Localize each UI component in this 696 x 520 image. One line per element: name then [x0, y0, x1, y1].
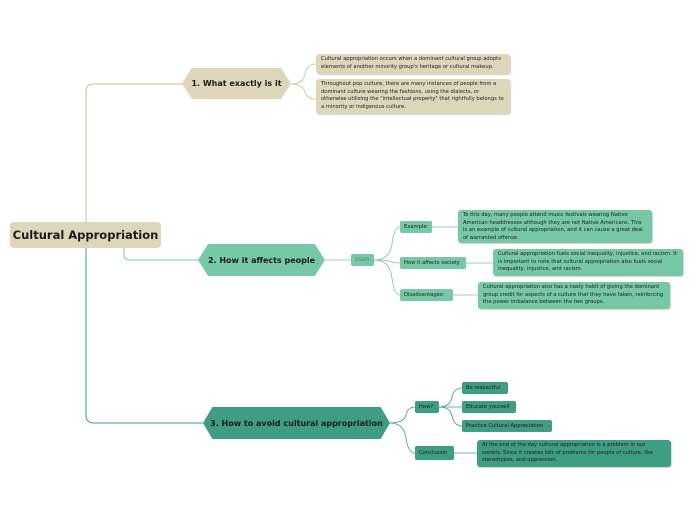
item-label: Educate yourself: [466, 404, 510, 410]
connector-branch1-note2: [290, 83, 317, 100]
topic-label: How it affects society: [404, 260, 460, 266]
branch-label: 3. How to avoid cultural appropriation: [210, 418, 383, 428]
connector-essay-example: [373, 226, 401, 261]
note-text: Cultural appropriation also has a nasty …: [483, 284, 664, 306]
note-text: At the end of the day cultural appropria…: [482, 442, 654, 464]
branch-how-it-affects-people[interactable]: 2. How it affects people: [198, 244, 325, 276]
note-text: To this day, many people attend music fe…: [463, 212, 643, 241]
topic-how[interactable]: How?: [415, 401, 439, 413]
item-label: Practice Cultural Appreciation: [466, 423, 544, 429]
root-node[interactable]: Cultural Appropriation: [10, 222, 161, 248]
item-be-respectful[interactable]: Be respectful: [462, 382, 508, 394]
note-definition[interactable]: Cultural appropriation occurs when a dom…: [316, 54, 510, 74]
note-text: Throughout pop culture, there are many i…: [321, 81, 504, 110]
essay-label: ESSAY: [355, 257, 370, 263]
topic-how-it-affects-society[interactable]: How it affects society: [400, 257, 466, 269]
topic-conclusion[interactable]: Conclusion: [415, 446, 454, 460]
connector-essay-society: [373, 259, 401, 264]
root-label: Cultural Appropriation: [12, 228, 159, 242]
topic-label: How?: [419, 404, 434, 410]
note-pop-culture[interactable]: Throughout pop culture, there are many i…: [316, 79, 510, 114]
connector-branch3-how: [389, 406, 416, 424]
topic-label: Conclusion: [419, 450, 448, 456]
note-how-it-affects-society[interactable]: Cultural appropriation fuels social ineq…: [493, 249, 683, 276]
topic-disadvantages[interactable]: Disadvantages:: [400, 289, 453, 301]
connector-branch1-note1: [290, 63, 317, 85]
branch-label: 1. What exactly is it: [191, 79, 282, 88]
note-conclusion[interactable]: At the end of the day cultural appropria…: [477, 440, 671, 467]
branch-what-exactly-is-it[interactable]: 1. What exactly is it: [182, 68, 291, 99]
connector-root-branch3: [85, 248, 203, 424]
connector-how-item1: [438, 387, 463, 408]
note-text: Cultural appropriation occurs when a dom…: [321, 56, 501, 70]
topic-label: Disadvantages:: [404, 292, 445, 298]
essay-tag[interactable]: ESSAY: [351, 254, 374, 266]
connector-how-item3: [438, 406, 463, 427]
topic-label: Example:: [404, 224, 429, 230]
branch-label: 2. How it affects people: [207, 255, 316, 265]
connector-root-branch1: [85, 83, 182, 222]
connector-root-branch2: [123, 248, 198, 261]
item-practice-cultural-appreciation[interactable]: Practice Cultural Appreciation: [462, 420, 552, 432]
note-disadvantages[interactable]: Cultural appropriation also has a nasty …: [478, 282, 670, 309]
item-educate-yourself[interactable]: Educate yourself: [462, 401, 516, 413]
topic-example[interactable]: Example:: [400, 221, 432, 233]
branch-how-to-avoid[interactable]: 3. How to avoid cultural appropriation: [203, 407, 390, 439]
note-example[interactable]: To this day, many people attend music fe…: [458, 210, 652, 243]
connector-branch3-conclusion: [389, 422, 416, 454]
item-label: Be respectful: [466, 385, 501, 391]
note-text: Cultural appropriation fuels social ineq…: [498, 251, 677, 273]
connector-essay-disadvantages: [373, 259, 401, 296]
